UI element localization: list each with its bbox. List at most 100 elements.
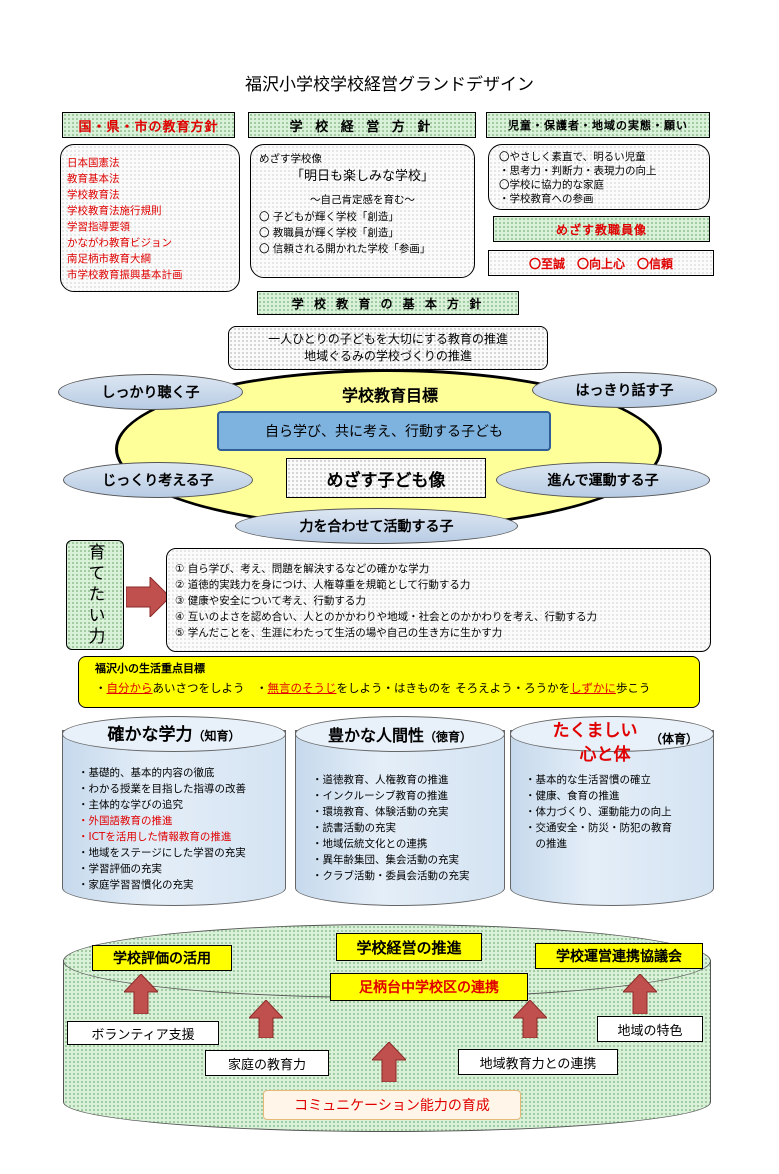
list-item: ・クラブ活動・委員会活動の充実 — [312, 870, 470, 882]
staff-values: 〇至誠 〇向上心 〇信頼 — [488, 250, 714, 276]
life-goals-text: ・ — [95, 681, 107, 695]
staff-header: めざす教職員像 — [493, 216, 710, 242]
pillar-health-list: ・基本的な生活習慣の確立 ・健康、食育の推進 ・体力づくり、運動能力の向上 ・交… — [525, 772, 710, 852]
management-item: 〇 信頼される開かれた学校「参画」 — [259, 243, 431, 255]
pillar-humanity-title: 豊かな人間性（徳育） — [295, 722, 505, 746]
oval-think: じっくり考える子 — [63, 462, 253, 498]
life-goals-title: 福沢小の生活重点目標 — [95, 662, 205, 675]
life-goals-text: あいさつをしよう ・ — [152, 681, 268, 695]
wishes-box: 〇やさしく素直で、明るい児童 ・思考力・判断力・表現力の向上 〇学校に協力的な家… — [488, 144, 710, 210]
list-item: ・地域をステージにした学習の充実 — [78, 847, 246, 859]
pillar-title: 確かな学力 — [107, 725, 193, 745]
list-item: ・読書活動の充実 — [312, 822, 396, 834]
management-item: 〇 教職員が輝く学校「創造」 — [259, 227, 399, 239]
wishes-item: ・学校教育への参画 — [499, 193, 594, 205]
national-policy-list: 日本国憲法 教育基本法 学校教育法 学校教育法施行規則 学習指導要領 かながわ教… — [67, 155, 233, 283]
local-color: 地域の特色 — [597, 1016, 703, 1042]
national-policy-header: 国・県・市の教育方針 — [62, 112, 235, 138]
pillar-academic — [62, 730, 286, 906]
list-item: ・健康、食育の推進 — [525, 790, 620, 802]
management-policy-header: 学 校 経 営 方 針 — [248, 112, 476, 138]
list-item: 日本国憲法 — [67, 157, 120, 169]
list-item: の推進 — [525, 838, 567, 850]
pillar-health-top — [510, 716, 714, 752]
list-item: 学校教育法施行規則 — [67, 205, 162, 217]
up-arrow-icon — [623, 974, 657, 1014]
abilities-label-text: 育てたい力 — [84, 542, 105, 648]
list-item: ・異年齢集団、集会活動の充実 — [312, 854, 459, 866]
goal-statement: 自ら学び、共に考え、行動する子ども — [217, 411, 551, 451]
abilities-label: 育てたい力 — [66, 540, 124, 650]
management-item: 〇 子どもが輝く学校「創造」 — [259, 211, 399, 223]
management-lead: めざす学校像 — [259, 153, 322, 165]
right-arrow-icon — [126, 577, 170, 617]
page-title: 福沢小学校学校経営グランドデザイン — [245, 75, 534, 95]
life-goals-text: 歩こう — [615, 681, 651, 695]
up-arrow-icon — [249, 1000, 283, 1038]
ability-item: ① 自ら学び、考え、問題を解決するなどの確かな学力 — [175, 563, 430, 575]
list-item: ・地域伝統文化との連携 — [312, 838, 428, 850]
wishes-item: 〇やさしく素直で、明るい児童 — [499, 151, 646, 163]
wishes-header: 児童・保護者・地域の実態・願い — [486, 112, 710, 138]
up-arrow-icon — [513, 1000, 547, 1038]
basic-policy-box: 一人ひとりの子どもを大切にする教育の推進 地域ぐるみの学校づくりの推進 — [228, 326, 548, 370]
list-item: ・わかる授業を目指した指導の改善 — [78, 783, 246, 795]
national-policy-box: 日本国憲法 教育基本法 学校教育法 学校教育法施行規則 学習指導要領 かながわ教… — [60, 144, 240, 292]
school-evaluation: 学校評価の活用 — [92, 945, 232, 971]
oval-cooperate: 力を合わせて活動する子 — [235, 508, 518, 544]
communication-skill: コミュニケーション能力の育成 — [263, 1090, 521, 1120]
pillar-tag: （知育） — [192, 729, 241, 743]
oval-speak: はっきり話す子 — [532, 372, 717, 408]
pillar-tag: （徳育） — [424, 730, 473, 744]
list-item: ・ICTを活用した情報教育の推進 — [78, 831, 232, 843]
pillar-academic-top — [62, 716, 286, 752]
abilities-box: ① 自ら学び、考え、問題を解決するなどの確かな学力 ② 道徳的実践力を身につけ、… — [166, 548, 711, 652]
basic-policy-line: 地域ぐるみの学校づくりの推進 — [304, 349, 472, 363]
pillar-academic-title: 確かな学力（知育） — [62, 720, 286, 745]
list-item: ・外国語教育の推進 — [78, 815, 173, 827]
list-item: ・インクルーシブ教育の推進 — [312, 790, 448, 802]
ability-item: ④ 互いのよさを認め合い、人とのかかわりや地域・社会とのかかわりを考え、行動する… — [175, 611, 598, 623]
pillar-health-title-1: たくましい — [552, 721, 638, 741]
up-arrow-icon — [124, 974, 158, 1014]
life-goals-text: をしよう・はきものを そろえよう・ろうかを — [336, 681, 571, 695]
ability-item: ⑤ 学んだことを、生涯にわたって生活の場や自己の生き方に生かす力 — [175, 627, 503, 639]
list-item: ・交通安全・防災・防犯の教育 — [525, 822, 672, 834]
basic-policy-line: 一人ひとりの子どもを大切にする教育の推進 — [268, 332, 508, 346]
ability-item: ② 道徳的実践力を身につけ、人権尊重を規範として行動する力 — [175, 579, 471, 591]
wishes-item: 〇学校に協力的な家庭 — [499, 179, 604, 191]
pillar-health — [510, 730, 714, 906]
council: 学校運営連携協議会 — [535, 943, 703, 969]
district-collaboration: 足柄台中学校区の連携 — [330, 973, 528, 1001]
list-item: ・基本的な生活習慣の確立 — [525, 774, 651, 786]
list-item: ・体力づくり、運動能力の向上 — [525, 806, 672, 818]
management-promotion: 学校経営の推進 — [336, 933, 482, 961]
home-education: 家庭の教育力 — [205, 1050, 329, 1076]
ability-item: ③ 健康や安全について考え、行動する力 — [175, 595, 366, 607]
life-goals-line: ・自分からあいさつをしよう ・無言のそうじをしよう・はきものを そろえよう・ろう… — [95, 677, 683, 699]
life-goals-emphasis: しずかに — [570, 681, 616, 695]
list-item: ・基礎的、基本的内容の徹底 — [78, 767, 215, 779]
list-item: 市学校教育振興基本計画 — [67, 269, 183, 281]
list-item: 学校教育法 — [67, 189, 120, 201]
pillar-health-title-2: 心と体 — [579, 745, 631, 765]
list-item: ・環境教育、体験活動の充実 — [312, 806, 449, 818]
pillar-humanity-top — [295, 716, 505, 752]
pillar-tag: （体育） — [650, 732, 699, 746]
life-goals-box: 福沢小の生活重点目標 ・自分からあいさつをしよう ・無言のそうじをしよう・はきも… — [78, 656, 700, 708]
list-item: ・道徳教育、人権教育の推進 — [312, 774, 449, 786]
basic-policy-header: 学 校 教 育 の 基 本 方 針 — [257, 291, 519, 315]
life-goals-emphasis: 自分から — [106, 681, 153, 695]
management-sub: ～自己肯定感を育む～ — [310, 194, 415, 206]
pillar-humanity — [295, 730, 505, 906]
oval-listen: しっかり聴く子 — [58, 374, 243, 410]
goal-center: めざす子ども像 — [286, 458, 486, 498]
list-item: 南足柄市教育大綱 — [67, 253, 151, 265]
goal-title: 学校教育目標 — [341, 386, 438, 405]
list-item: 教育基本法 — [67, 173, 120, 185]
list-item: 学習指導要領 — [67, 221, 130, 233]
management-motto: 「明日も楽しみな学校」 — [290, 169, 434, 184]
pillar-academic-list: ・基礎的、基本的内容の徹底 ・わかる授業を目指した指導の改善 ・主体的な学びの追… — [78, 765, 288, 893]
pillar-title: 豊かな人間性 — [327, 726, 424, 745]
community-collaboration: 地域教育力との連携 — [458, 1049, 618, 1075]
